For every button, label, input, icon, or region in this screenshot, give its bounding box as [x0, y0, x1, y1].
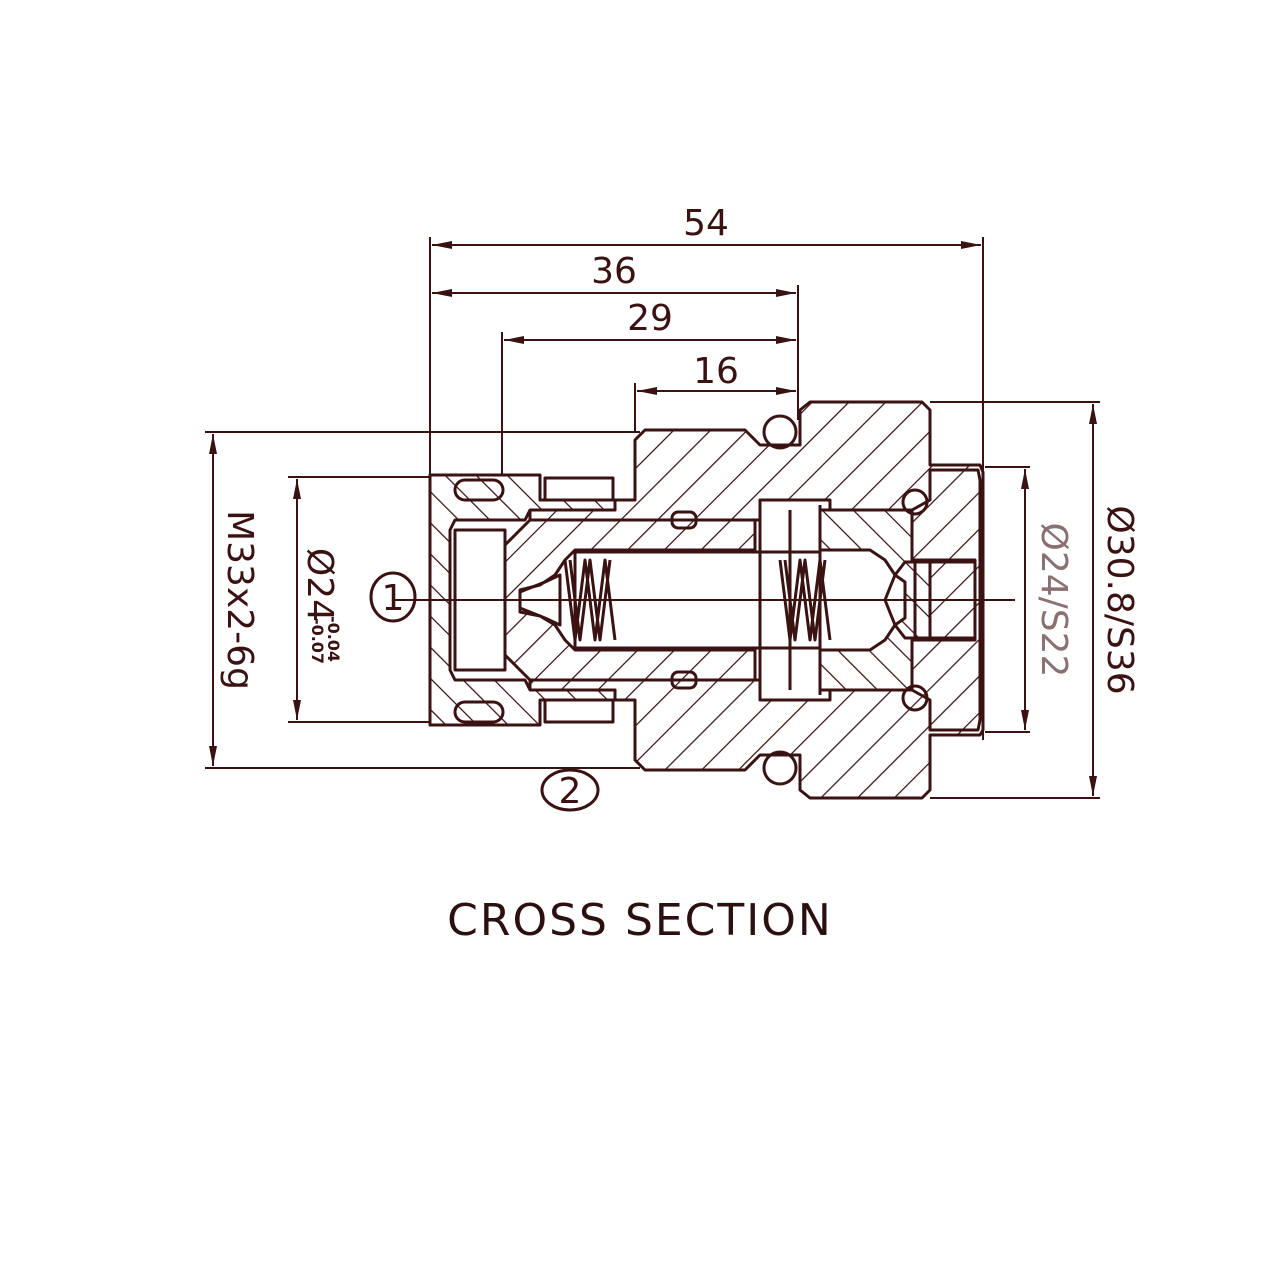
port-1-label: 1 [382, 578, 405, 619]
port-2-label: 2 [559, 771, 582, 812]
valve-body [428, 400, 985, 800]
dimension-16: 16 [634, 351, 796, 432]
dimension-54-label: 54 [683, 203, 729, 244]
cross-section-caption: CROSS SECTION [447, 895, 833, 946]
dimension-29: 29 [501, 298, 796, 475]
thread-label: M33x2-6g [219, 510, 260, 690]
pilot-tol-upper: -0.04 [324, 616, 343, 662]
dimension-36-label: 36 [591, 251, 637, 292]
dimension-hex: Ø30.8/S36 [930, 401, 1140, 799]
dimension-29-label: 29 [627, 298, 673, 339]
dimension-thread: M33x2-6g [205, 431, 640, 769]
port-2-callout: 2 [540, 768, 600, 812]
hex-diameter-label: Ø30.8/S36 [1099, 505, 1140, 694]
dimension-bore: Ø24/S22 [985, 466, 1074, 733]
dimension-36: 36 [432, 251, 799, 420]
o-rings [453, 414, 929, 786]
bore-diameter-label: Ø24/S22 [1033, 523, 1074, 678]
dimension-pilot-diameter: Ø24 -0.04 -0.07 [288, 476, 432, 723]
port-1-callout: 1 [369, 571, 417, 623]
pilot-tol-lower: -0.07 [308, 618, 327, 664]
pilot-diameter-label: Ø24 [299, 548, 340, 622]
dimension-16-label: 16 [693, 351, 739, 392]
